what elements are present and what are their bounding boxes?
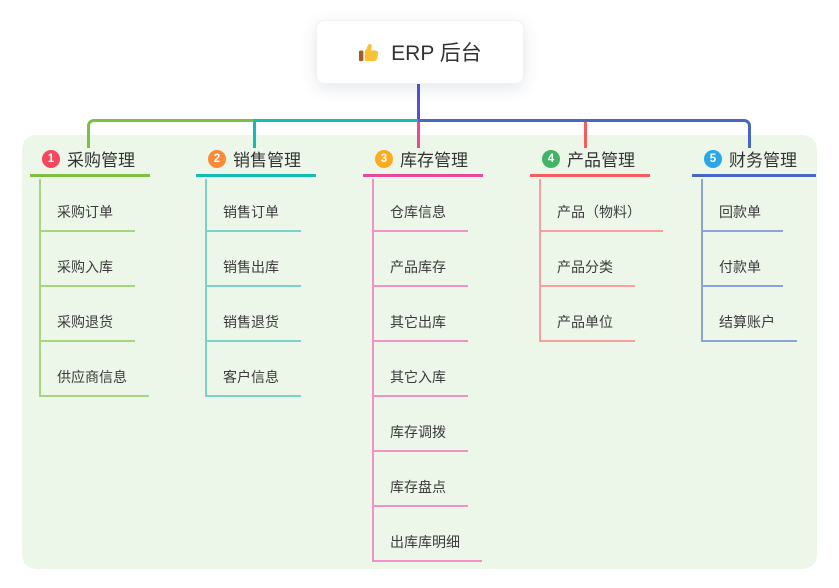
child-node[interactable]: 库存调拨 (372, 424, 468, 452)
child-node[interactable]: 产品分类 (539, 259, 635, 287)
branch-label: 库存管理 (400, 151, 468, 170)
connector-horizontal-teal (253, 119, 418, 122)
child-node[interactable]: 产品库存 (372, 259, 468, 287)
branch-trunk-line (372, 179, 376, 562)
connector-drop-branch-2 (253, 119, 256, 148)
branch-label: 财务管理 (729, 151, 797, 170)
branch-number-badge: 4 (542, 149, 560, 168)
branch-number-badge: 1 (42, 149, 60, 168)
child-node[interactable]: 库存盘点 (372, 479, 468, 507)
branch-title-node-2[interactable]: 2 销售管理 (196, 148, 316, 177)
child-node[interactable]: 付款单 (701, 259, 783, 287)
child-node[interactable]: 其它入库 (372, 369, 468, 397)
branch-trunk-line (205, 179, 209, 397)
child-node[interactable]: 出库库明细 (372, 534, 482, 562)
child-node[interactable]: 回款单 (701, 204, 783, 232)
branch-label: 销售管理 (233, 151, 301, 170)
branch-trunk-line (701, 179, 705, 342)
branch-trunk-line (39, 179, 43, 397)
child-node[interactable]: 采购入库 (39, 259, 135, 287)
branch-title-node-3[interactable]: 3 库存管理 (363, 148, 483, 177)
connector-branch-5 (418, 119, 751, 148)
child-node[interactable]: 采购订单 (39, 204, 135, 232)
branch-title-node-1[interactable]: 1 采购管理 (30, 148, 150, 177)
child-node[interactable]: 其它出库 (372, 314, 468, 342)
connector-drop-branch-4 (584, 122, 587, 148)
root-label: ERP 后台 (391, 42, 482, 65)
branch-label: 采购管理 (67, 151, 135, 170)
connector-branch-1 (87, 119, 253, 148)
thumbs-up-icon (358, 41, 381, 64)
branch-number-badge: 3 (375, 149, 393, 168)
child-node[interactable]: 销售退货 (205, 314, 301, 342)
branch-trunk-line (539, 179, 543, 342)
connector-root-drop (417, 82, 420, 119)
branches-panel (22, 135, 817, 569)
branch-number-badge: 2 (208, 149, 226, 168)
child-node[interactable]: 供应商信息 (39, 369, 149, 397)
child-node[interactable]: 产品单位 (539, 314, 635, 342)
branch-title-node-4[interactable]: 4 产品管理 (530, 148, 650, 177)
branch-label: 产品管理 (567, 151, 635, 170)
child-node[interactable]: 产品（物料） (539, 204, 663, 232)
branch-number-badge: 5 (704, 149, 722, 168)
child-node[interactable]: 采购退货 (39, 314, 135, 342)
root-node[interactable]: ERP 后台 (316, 20, 524, 84)
child-node[interactable]: 销售出库 (205, 259, 301, 287)
branch-title-node-5[interactable]: 5 财务管理 (692, 148, 816, 177)
child-node[interactable]: 客户信息 (205, 369, 301, 397)
child-node[interactable]: 结算账户 (701, 314, 797, 342)
child-node[interactable]: 仓库信息 (372, 204, 468, 232)
child-node[interactable]: 销售订单 (205, 204, 301, 232)
connector-drop-branch-3 (417, 122, 420, 148)
